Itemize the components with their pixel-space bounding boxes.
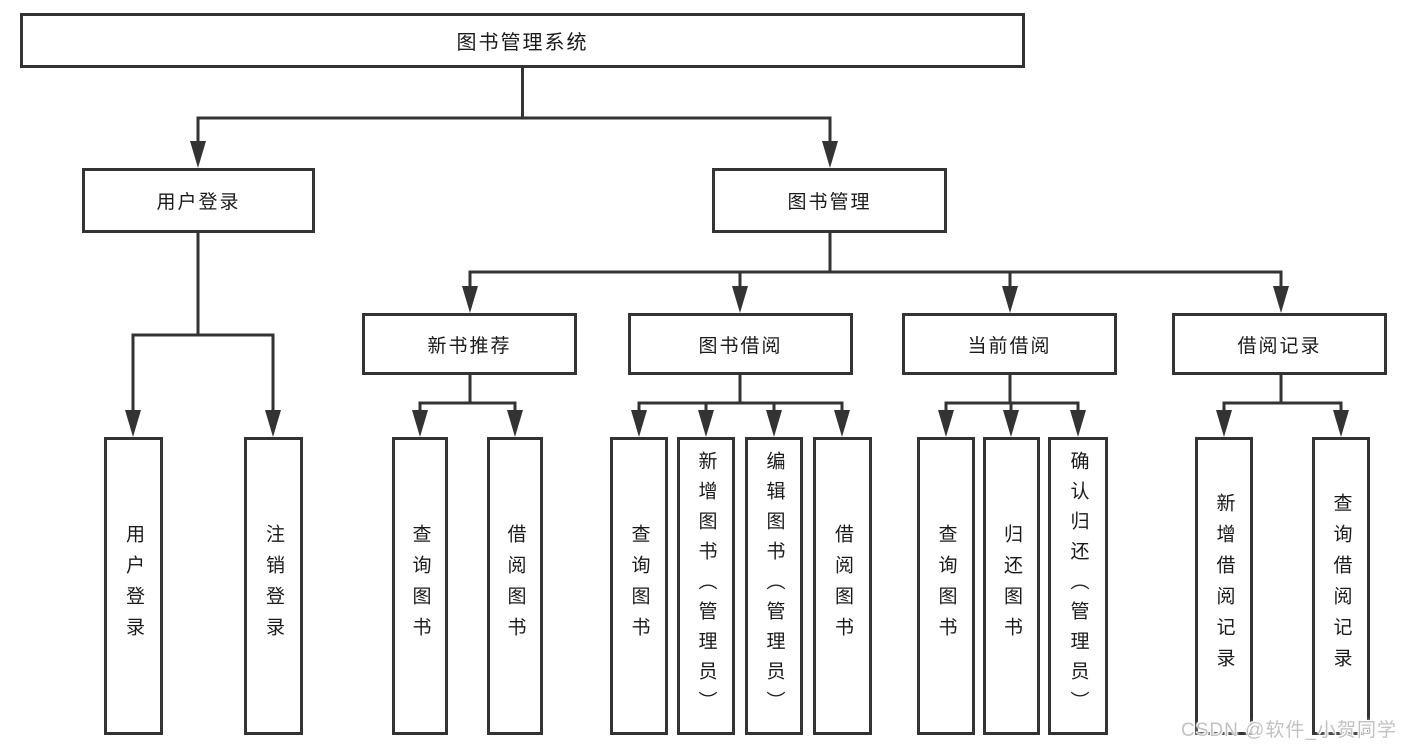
leaf-query-book-2: 查询图书 [610, 437, 668, 735]
node-current-borrow-label: 当前借阅 [967, 335, 1052, 357]
leaf-add-book-admin: 新增图书（管理员） [677, 437, 735, 735]
leaf-borrow-book-2: 借阅图书 [813, 437, 872, 735]
leaf-query-book-2-label: 查询图书 [628, 524, 650, 648]
leaf-query-book-3: 查询图书 [917, 437, 975, 735]
connector-paths [131, 68, 1343, 412]
node-new-book-recommend-label: 新书推荐 [427, 335, 512, 357]
node-current-borrow: 当前借阅 [902, 313, 1117, 375]
node-user-login: 用户登录 [82, 168, 315, 233]
node-book-management: 图书管理 [712, 168, 947, 233]
leaf-edit-book-admin: 编辑图书（管理员） [745, 437, 803, 735]
leaf-logout-label: 注销登录 [263, 524, 284, 648]
node-book-management-label: 图书管理 [787, 192, 872, 213]
leaf-user-login-label: 用户登录 [123, 524, 144, 648]
leaf-query-borrow-record-label: 查询借阅记录 [1330, 493, 1352, 679]
leaf-return-book-label: 归还图书 [1001, 524, 1022, 648]
leaf-borrow-book-2-label: 借阅图书 [832, 524, 853, 648]
leaf-borrow-book-1-label: 借阅图书 [504, 524, 526, 648]
node-book-borrow-label: 图书借阅 [698, 335, 783, 357]
node-new-book-recommend: 新书推荐 [362, 313, 577, 375]
csdn-watermark: CSDN @软件_小贺同学 [1181, 720, 1397, 741]
leaf-confirm-return-admin: 确认归还（管理员） [1048, 437, 1108, 735]
leaf-edit-book-admin-label: 编辑图书（管理员） [763, 451, 785, 721]
leaf-query-book-1-label: 查询图书 [409, 524, 431, 648]
leaf-query-book-3-label: 查询图书 [935, 524, 957, 648]
node-root: 图书管理系统 [20, 13, 1025, 68]
node-root-label: 图书管理系统 [456, 32, 589, 54]
leaf-query-book-1: 查询图书 [392, 437, 448, 735]
leaf-user-login: 用户登录 [104, 437, 163, 735]
arrowheads [125, 141, 1349, 437]
node-book-borrow: 图书借阅 [628, 313, 853, 375]
leaf-borrow-book-1: 借阅图书 [487, 437, 543, 735]
leaf-logout: 注销登录 [244, 437, 303, 735]
leaf-confirm-return-admin-label: 确认归还（管理员） [1067, 451, 1089, 721]
leaf-add-borrow-record-label: 新增借阅记录 [1213, 493, 1235, 679]
leaf-add-borrow-record: 新增借阅记录 [1195, 437, 1253, 735]
node-user-login-label: 用户登录 [156, 192, 241, 213]
leaf-add-book-admin-label: 新增图书（管理员） [695, 451, 717, 721]
leaf-query-borrow-record: 查询借阅记录 [1312, 437, 1370, 735]
node-borrow-record: 借阅记录 [1172, 313, 1387, 375]
node-borrow-record-label: 借阅记录 [1237, 335, 1322, 357]
leaf-return-book: 归还图书 [983, 437, 1040, 735]
